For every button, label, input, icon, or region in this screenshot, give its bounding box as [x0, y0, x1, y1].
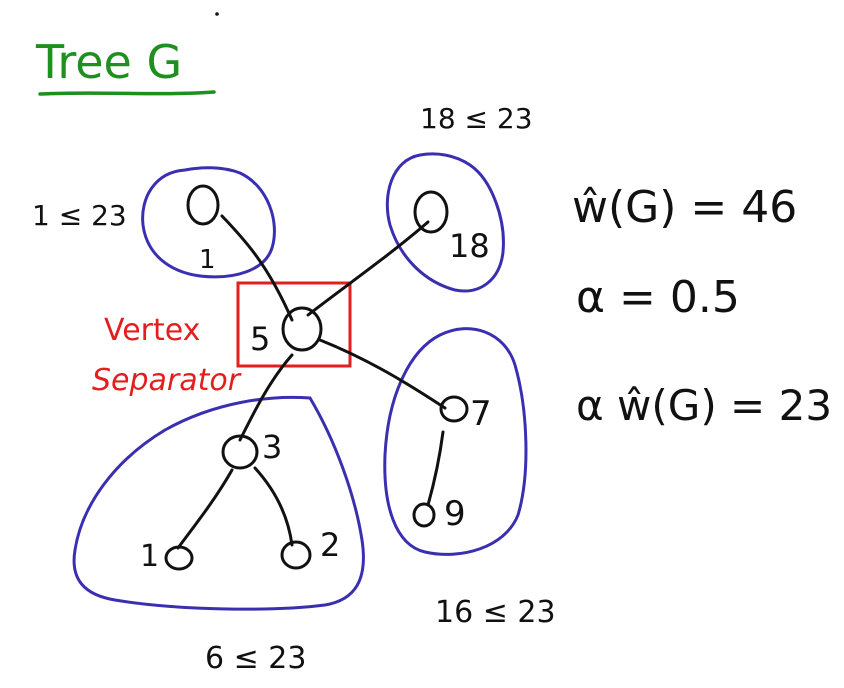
edge-3-2: [253, 466, 294, 547]
diagram-title: Tree G: [35, 35, 182, 89]
equation-alpha: α = 0.5: [576, 272, 740, 323]
separator-label-line1: Vertex: [104, 313, 200, 348]
edge-7-9: [426, 430, 445, 507]
edge-5-3: [238, 353, 294, 442]
node-right-upper: [439, 395, 469, 423]
component-outline-bottom-left: [72, 395, 365, 611]
weight-top-left: 1 ≤ 23: [32, 199, 127, 232]
node-top-left: [186, 184, 220, 226]
component-outline-right: [383, 327, 528, 556]
vertex-separator-box: [236, 281, 352, 368]
node-left-leaf-b: [280, 540, 312, 570]
equation-total-weight: ŵ(G) = 46: [572, 182, 797, 233]
node-label-right-upper: 7: [470, 394, 492, 434]
weight-right: 16 ≤ 23: [435, 595, 556, 630]
node-right-lower: [412, 502, 436, 528]
node-label-left-leaf-b: 2: [320, 526, 340, 564]
node-label-center: 5: [250, 320, 270, 358]
node-label-right-lower: 9: [444, 494, 466, 534]
title-underline: [38, 90, 216, 96]
node-label-top-left: 1: [199, 245, 216, 275]
component-outline-top-right: [385, 152, 505, 293]
separator-label-line2: Separator: [92, 363, 242, 398]
weight-bottom-left: 6 ≤ 23: [205, 641, 306, 676]
edge-5-7: [318, 338, 447, 410]
edge-18-5: [306, 220, 430, 317]
node-top-right: [413, 190, 449, 234]
component-outline-top-left: [141, 166, 276, 279]
weight-top-right: 18 ≤ 23: [420, 102, 533, 135]
stray-dot: [215, 12, 219, 16]
equation-threshold: α ŵ(G) = 23: [576, 381, 832, 430]
node-left-mid: [221, 434, 259, 470]
edge-3-1: [176, 468, 234, 550]
node-label-top-right: 18: [449, 227, 490, 265]
node-left-leaf-a: [164, 545, 194, 571]
node-label-left-leaf-a: 1: [140, 539, 159, 574]
node-center: [281, 306, 323, 352]
edge-1-5: [220, 214, 294, 322]
node-label-left-mid: 3: [262, 428, 282, 466]
